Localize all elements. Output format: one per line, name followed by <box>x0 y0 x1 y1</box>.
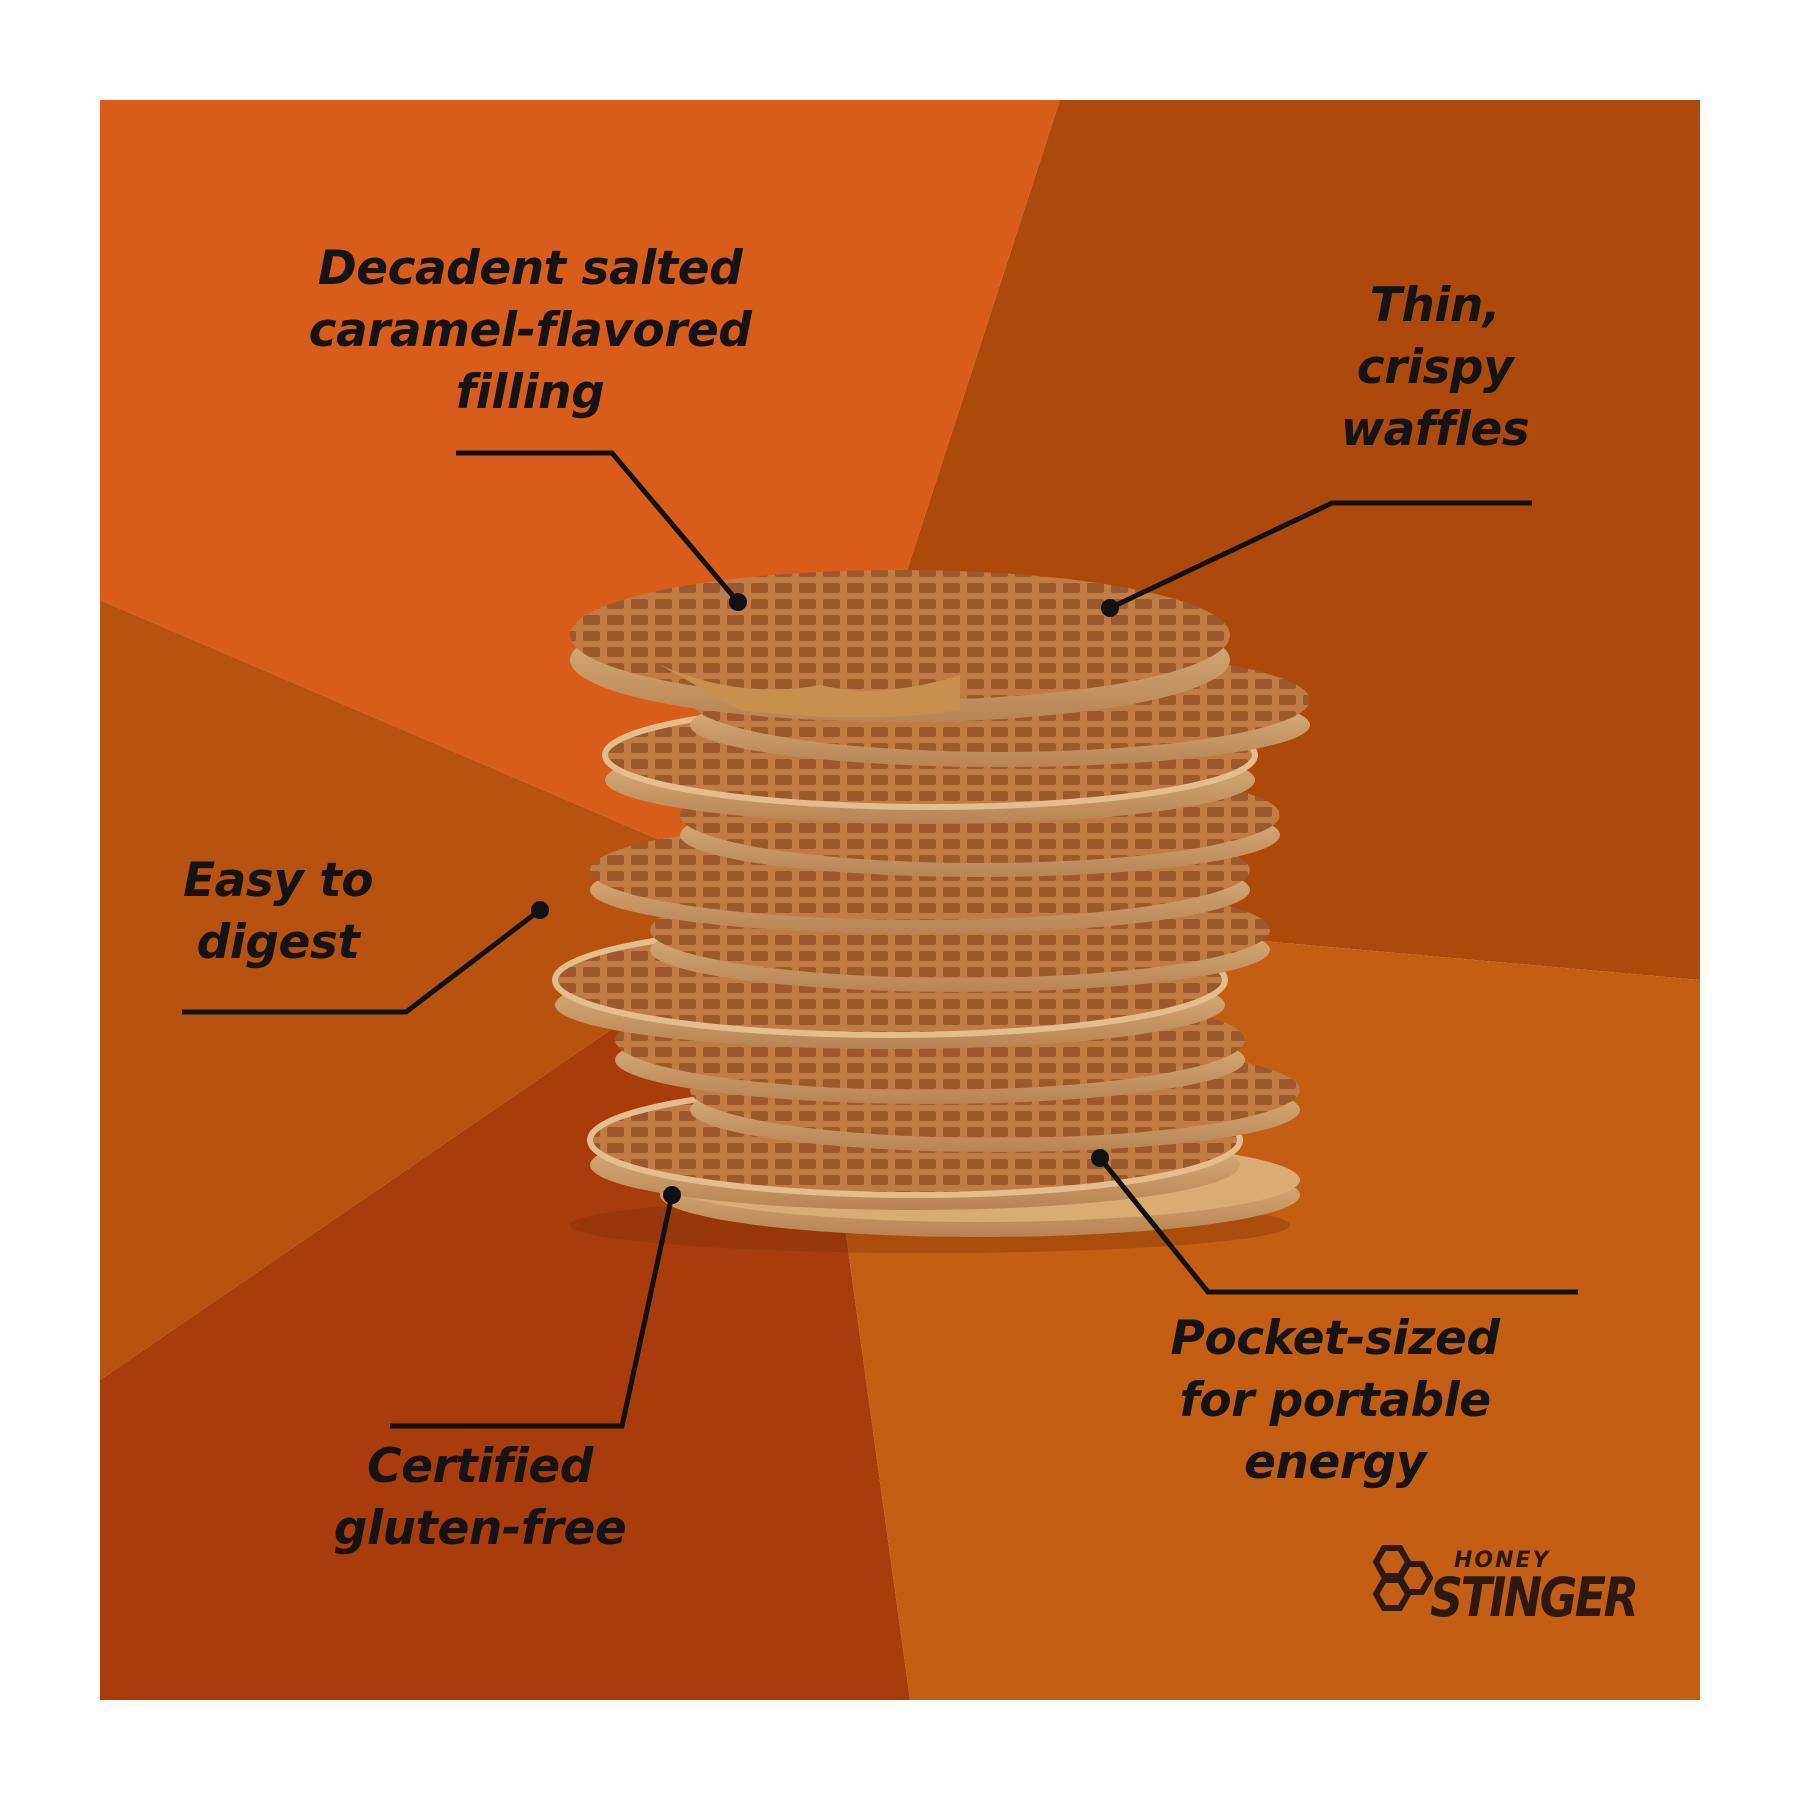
callout-pocket: Pocket-sized for portable energy <box>1170 1311 1501 1490</box>
logo-honey-text: HONEY <box>1454 1548 1551 1573</box>
leader-filling <box>456 450 740 604</box>
waffle-top <box>570 570 1230 722</box>
leader-digest <box>182 908 542 1015</box>
callout-gluten: Certified gluten-free <box>333 1439 627 1556</box>
background-rays <box>100 100 1700 1700</box>
leader-gluten <box>390 1194 675 1429</box>
dot-pocket <box>1091 1149 1109 1167</box>
honeycomb-icon <box>1372 1545 1434 1611</box>
infographic-panel: Decadent salted caramel-flavored filling… <box>100 100 1700 1700</box>
callout-digest: Easy to digest <box>182 853 374 970</box>
dot-gluten <box>663 1186 681 1204</box>
dot-digest <box>531 901 549 919</box>
bite-mark <box>660 665 960 718</box>
leader-lines <box>182 450 1578 1429</box>
callout-waffles: Thin, crispy waffles <box>1340 278 1530 457</box>
leader-pocket <box>1098 1156 1578 1295</box>
callout-filling: Decadent salted caramel-flavored filling <box>308 241 752 420</box>
honey-stinger-logo: HONEY STINGER <box>1364 1540 1664 1640</box>
dot-waffles <box>1101 599 1119 617</box>
waffle-stack <box>552 570 1310 1253</box>
dot-filling <box>729 593 747 611</box>
leader-dots <box>531 593 1119 1204</box>
leader-waffles <box>1108 500 1532 611</box>
logo-stinger-text: STINGER <box>1430 1566 1639 1629</box>
ray-left <box>100 600 800 1380</box>
